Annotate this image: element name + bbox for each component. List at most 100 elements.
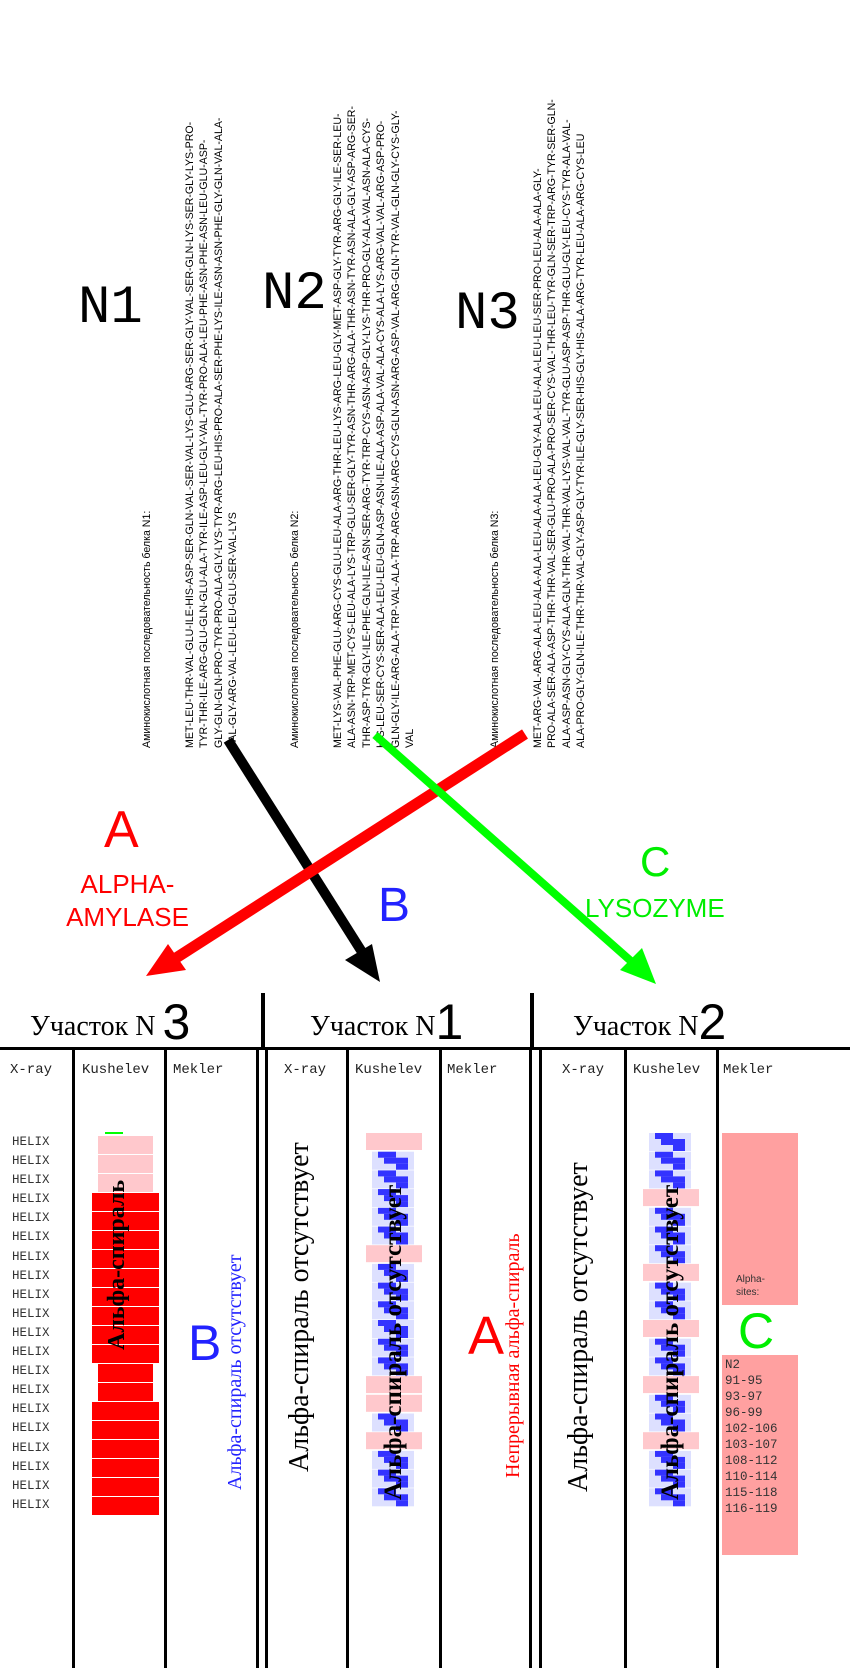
stair-cell <box>655 1207 673 1214</box>
helix-item: HELIX <box>12 1325 50 1340</box>
column-divider <box>72 1048 75 1668</box>
arrow-black-n1-to-section1 <box>223 737 380 982</box>
stair-cell <box>378 1488 396 1495</box>
column-divider <box>716 1048 719 1668</box>
stair-cell <box>384 1307 408 1314</box>
stair-cell <box>396 1219 408 1226</box>
stair-cell <box>384 1288 408 1295</box>
stair-cell <box>661 1363 685 1370</box>
stair-cell <box>378 1450 396 1457</box>
weak-helix-block <box>98 1174 153 1192</box>
pink-band <box>643 1432 699 1450</box>
stair-cell <box>655 1413 673 1420</box>
kushelev-absent-text: Альфа-спираль отсутствует <box>657 1184 684 1500</box>
protein-label-n3: N3 <box>455 284 520 345</box>
stair-cell <box>655 1301 673 1308</box>
stair-cell <box>396 1481 408 1488</box>
weak-helix-block <box>98 1155 153 1173</box>
column-header-kushelev: Kushelev <box>82 1062 150 1078</box>
stair-cell <box>655 1170 673 1177</box>
stair-cell <box>378 1469 396 1476</box>
helix-item: HELIX <box>12 1211 50 1226</box>
stair-cell <box>655 1226 673 1233</box>
stair-cell <box>655 1282 673 1289</box>
weak-helix-block <box>98 1136 153 1154</box>
enzyme-a-name: ALPHA- AMYLASE <box>40 868 215 934</box>
helix-block <box>92 1212 159 1230</box>
stair-cell <box>655 1469 673 1476</box>
kushelev-alpha-helix-text: Альфа-спираль <box>104 1179 130 1350</box>
arrow-green-n2-to-section2 <box>372 732 656 984</box>
stair-cell <box>661 1213 685 1220</box>
mekler-site: 102-106 <box>725 1422 778 1436</box>
stair-cell <box>384 1419 408 1426</box>
stair-cell <box>661 1139 685 1145</box>
stair-cell <box>673 1313 685 1320</box>
stair-cell <box>655 1245 673 1252</box>
stair-cell <box>655 1338 673 1345</box>
stair-cell <box>673 1145 685 1151</box>
helix-item: HELIX <box>12 1268 50 1283</box>
enzyme-b-letter: B <box>378 879 411 932</box>
section-header-1: Участок N1 <box>310 993 463 1051</box>
column-divider <box>346 1048 349 1668</box>
mekler-enzyme-c-letter: C <box>738 1303 775 1359</box>
xray-helix-list: HELIX HELIX HELIX HELIX HELIX HELIX HELIX HELIX… <box>12 1133 50 1515</box>
stair-cell <box>661 1288 685 1295</box>
stair-cell <box>673 1219 685 1226</box>
pink-band <box>366 1432 422 1450</box>
enzyme-a-letter: A <box>104 801 139 859</box>
stair-cell <box>384 1475 408 1482</box>
stair-cell <box>378 1338 396 1345</box>
stair-cell <box>673 1350 685 1357</box>
stair-cell <box>384 1269 408 1276</box>
stair-cell <box>384 1232 408 1239</box>
helix-item: HELIX <box>12 1173 50 1188</box>
column-divider <box>265 1048 268 1668</box>
column-header-kushelev: Kushelev <box>633 1062 701 1078</box>
stair-cell <box>378 1357 396 1364</box>
helix-item: HELIX <box>12 1306 50 1321</box>
helix-block <box>92 1421 159 1439</box>
stair-cell <box>396 1332 408 1338</box>
pink-band <box>366 1245 422 1263</box>
mekler-site: 103-107 <box>725 1438 778 1452</box>
mekler-site: 108-112 <box>725 1454 778 1468</box>
helix-item: HELIX <box>12 1364 50 1379</box>
stair-cell <box>378 1320 396 1326</box>
helix-block <box>92 1193 159 1211</box>
alpha-sites-label: Alpha- sites: <box>736 1274 765 1298</box>
mekler-enzyme-b-letter: B <box>188 1315 222 1371</box>
mekler-continuous-text: Непрерывная альфа-спираль <box>502 1233 524 1478</box>
stair-cell <box>661 1475 685 1482</box>
helix-item: HELIX <box>12 1383 50 1398</box>
stair-cell <box>673 1238 685 1245</box>
protein-label-n2: N2 <box>262 264 327 325</box>
helix-item: HELIX <box>12 1440 50 1455</box>
stair-cell <box>661 1494 685 1501</box>
stair-cell <box>661 1307 685 1314</box>
stair-cell <box>661 1419 685 1426</box>
stair-cell <box>396 1182 408 1189</box>
mekler-site: N2 <box>725 1358 741 1372</box>
column-header-mekler: Mekler <box>173 1062 224 1078</box>
helix-block <box>92 1345 159 1363</box>
helix-block <box>98 1364 153 1382</box>
stair-cell <box>378 1263 396 1270</box>
stair-cell <box>661 1251 685 1258</box>
stair-cell <box>661 1400 685 1407</box>
stair-cell <box>378 1189 396 1196</box>
stair-cell <box>655 1394 673 1401</box>
stair-cell <box>396 1350 408 1357</box>
protein-label-n1: N1 <box>78 278 143 339</box>
stair-cell <box>673 1500 685 1507</box>
xray-absent-text: Альфа-спираль отсутствует <box>284 1142 315 1472</box>
pink-band <box>366 1133 422 1150</box>
stair-cell <box>384 1157 408 1164</box>
pink-band <box>643 1376 699 1394</box>
stair-cell <box>396 1201 408 1208</box>
header-divider <box>530 993 534 1048</box>
helix-item: HELIX <box>12 1230 50 1245</box>
section-number: 1 <box>435 994 464 1050</box>
